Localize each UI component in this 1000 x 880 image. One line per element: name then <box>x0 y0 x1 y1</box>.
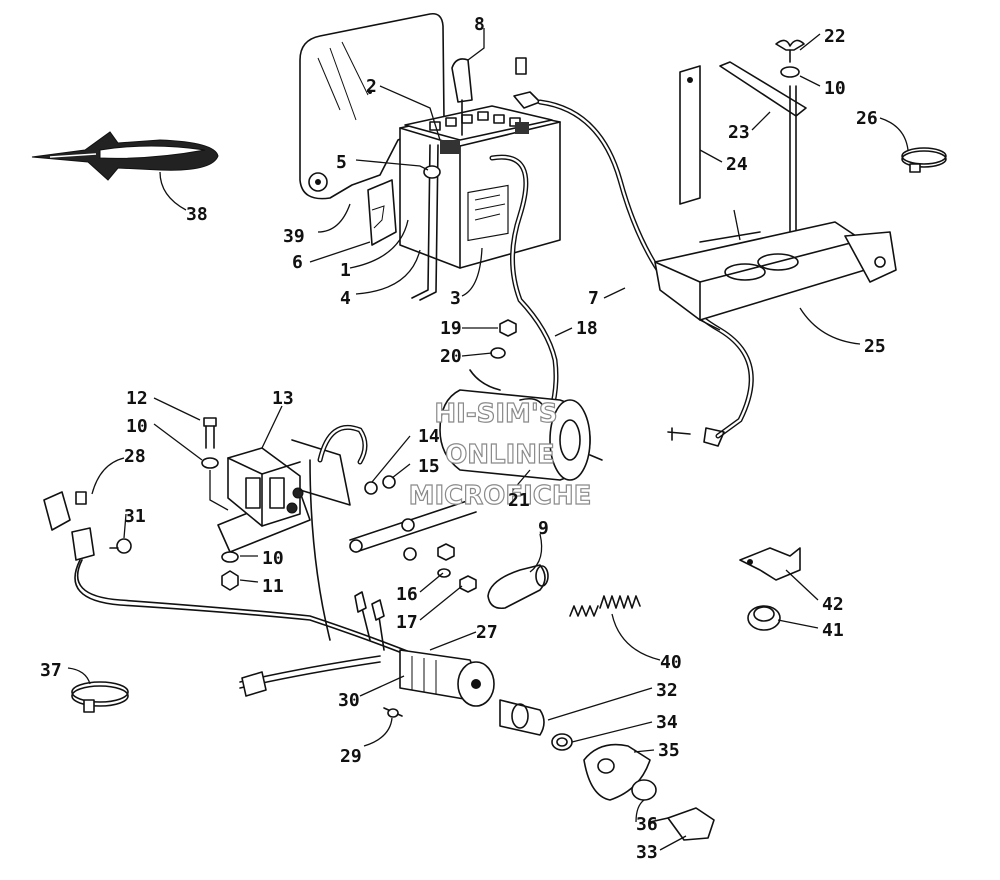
callout-26: 26 <box>856 108 878 129</box>
washer-20 <box>490 347 506 359</box>
battery-tray <box>654 221 897 321</box>
grommet-41 <box>747 605 781 631</box>
callout-31: 31 <box>124 506 146 527</box>
positive-cable <box>489 154 559 443</box>
callout-34: 34 <box>656 712 678 733</box>
callout-36: 36 <box>636 814 658 835</box>
callout-10-top: 10 <box>824 78 846 99</box>
nut-17 <box>459 575 477 593</box>
watermark-line-2: ONLINE <box>445 440 555 470</box>
battery-pad <box>367 179 397 246</box>
callout-9: 9 <box>538 518 549 539</box>
hold-down-bracket <box>679 39 807 291</box>
decal-emblem <box>31 131 219 181</box>
callout-17: 17 <box>396 612 418 633</box>
callout-27: 27 <box>476 622 498 643</box>
callout-33: 33 <box>636 842 658 863</box>
solenoid-cables <box>317 424 477 561</box>
callout-29: 29 <box>340 746 362 767</box>
callout-32: 32 <box>656 680 678 701</box>
callout-15: 15 <box>418 456 440 477</box>
callout-23: 23 <box>728 122 750 143</box>
callout-37: 37 <box>40 660 62 681</box>
terminal-cover <box>451 58 473 136</box>
nut-16 <box>437 543 455 561</box>
washer-34 <box>551 733 573 751</box>
bolt-12 <box>203 417 217 449</box>
callout-18: 18 <box>576 318 598 339</box>
callout-41: 41 <box>822 620 844 641</box>
watermark-line-3: MICROFICHE <box>409 481 592 511</box>
washer-10a <box>201 457 219 469</box>
key-switch-assembly <box>383 649 545 736</box>
callout-35: 35 <box>658 740 680 761</box>
leader-lines <box>67 28 909 851</box>
nut-19 <box>499 319 517 337</box>
callout-3: 3 <box>450 288 461 309</box>
spring <box>569 595 641 617</box>
callout-30: 30 <box>338 690 360 711</box>
callout-21: 21 <box>508 490 530 511</box>
callout-10-left: 10 <box>126 416 148 437</box>
callout-labels: 2 8 5 39 6 1 4 3 7 22 10 26 23 24 25 19 … <box>40 14 886 863</box>
cable-tie-37 <box>71 681 129 713</box>
callout-1: 1 <box>340 260 351 281</box>
callout-13: 13 <box>272 388 294 409</box>
callout-19: 19 <box>440 318 462 339</box>
nut-5 <box>423 165 441 179</box>
callout-2: 2 <box>366 76 377 97</box>
callout-38: 38 <box>186 204 208 225</box>
callout-5: 5 <box>336 152 347 173</box>
ignition-key <box>649 807 715 841</box>
callout-16: 16 <box>396 584 418 605</box>
battery <box>399 105 561 269</box>
nut-36 <box>631 779 657 801</box>
callout-10-bottom: 10 <box>262 548 284 569</box>
callout-22: 22 <box>824 26 846 47</box>
battery-shield-panel <box>299 12 445 200</box>
bracket-42 <box>739 547 801 581</box>
callout-42: 42 <box>822 594 844 615</box>
battery-strap <box>411 144 439 301</box>
callout-14: 14 <box>418 426 440 447</box>
callout-6: 6 <box>292 252 303 273</box>
callout-40: 40 <box>660 652 682 673</box>
wiring-harness <box>43 459 421 697</box>
callout-8: 8 <box>474 14 485 35</box>
screw-31 <box>109 538 132 554</box>
callout-25: 25 <box>864 336 886 357</box>
callout-28: 28 <box>124 446 146 467</box>
callout-7: 7 <box>588 288 599 309</box>
callout-39: 39 <box>283 226 305 247</box>
washer-10b <box>221 551 239 563</box>
terminal-boot <box>487 564 549 610</box>
solenoid <box>217 439 351 553</box>
callout-11: 11 <box>262 576 284 597</box>
cable-tie-26 <box>901 147 947 173</box>
watermark-line-1: HI-SIM'S <box>434 399 557 429</box>
callout-20: 20 <box>440 346 462 367</box>
callout-24: 24 <box>726 154 748 175</box>
callout-4: 4 <box>340 288 351 309</box>
nut-11 <box>221 570 239 591</box>
watermark: HI-SIM'S ONLINE MICROFICHE <box>408 398 592 511</box>
callout-12: 12 <box>126 388 148 409</box>
starter-motor <box>439 369 603 481</box>
